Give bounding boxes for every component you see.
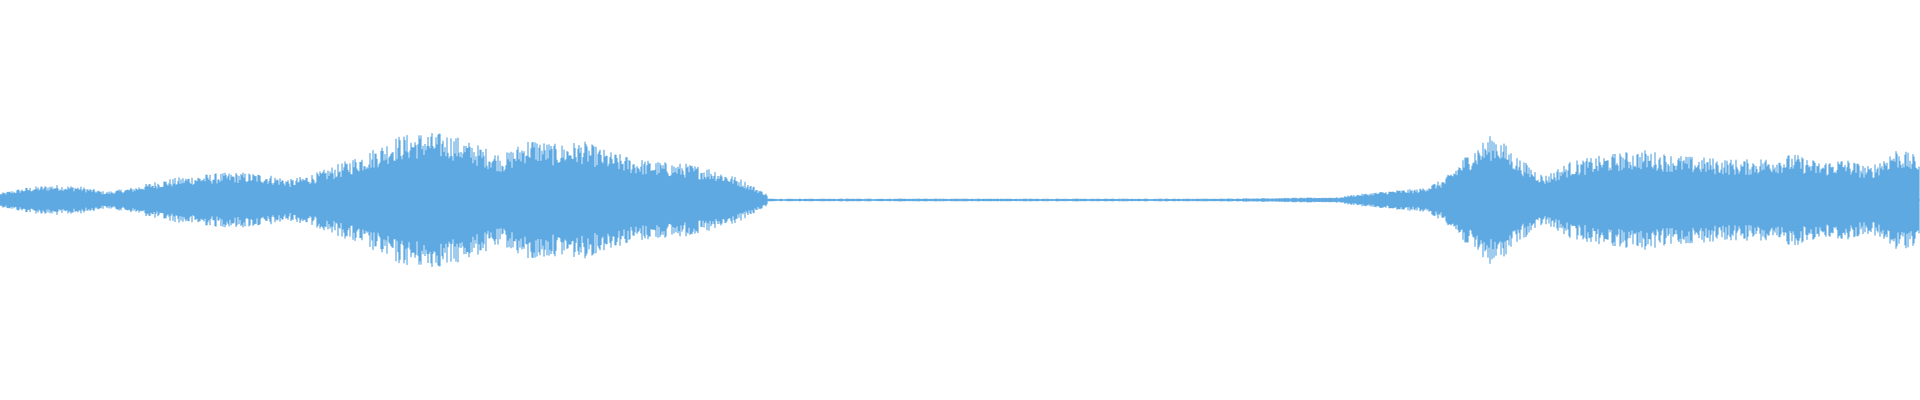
audio-waveform[interactable] (0, 0, 1920, 400)
waveform-panel[interactable] (0, 0, 1920, 400)
